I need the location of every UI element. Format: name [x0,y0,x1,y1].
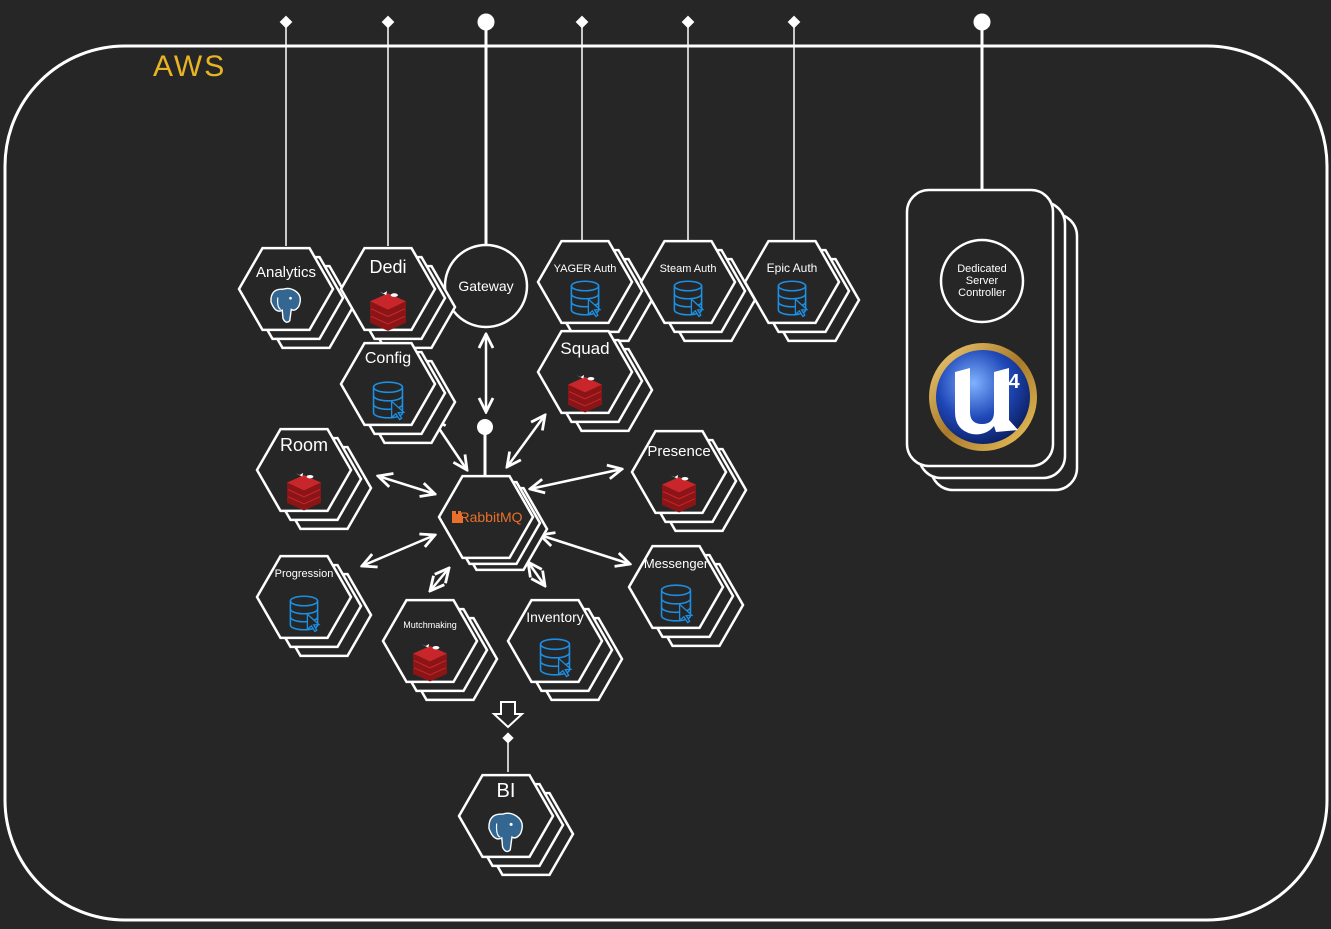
service-label: Dedi [369,257,406,277]
unreal-engine-4-icon: 4 [929,343,1037,451]
service-label: Mutchmaking [403,620,457,630]
service-matchmaking: Mutchmaking [381,598,499,702]
postgresql-icon [488,812,523,853]
database-icon [372,381,406,421]
controller-label-line-3: Controller [958,287,1006,299]
database-icon [673,280,705,318]
hexagon-stack-layer [339,246,437,332]
database-icon [777,280,809,318]
service-label: Progression [275,568,334,580]
service-label: Room [280,435,328,455]
dedicated-server-controller-node [939,238,1025,324]
bi-down-arrow [491,701,525,729]
hexagon-stack-layer [255,427,353,513]
service-label: Epic Auth [767,261,818,275]
service-bi: BI [457,773,575,877]
hexagon-stack-layer [630,429,728,515]
service-epic-auth: Epic Auth [743,239,861,343]
service-nodes: Analytics Dedi YAGER Auth Steam Auth Epic Au… [237,239,861,877]
service-label: YAGER Auth [554,263,617,275]
aws-region-label: AWS [153,50,226,83]
hexagon-stack-layer [536,329,634,415]
service-config: Config [339,341,457,445]
service-label: Inventory [526,609,584,625]
gateway-label: Gateway [458,278,513,294]
service-label: Steam Auth [660,263,717,275]
service-messenger: Messenger [627,544,745,648]
rabbitmq-logo-icon [452,511,463,523]
service-dedi: Dedi [339,246,457,350]
service-label: BI [497,780,516,802]
service-room: Room [255,427,373,531]
database-icon [539,638,573,678]
hexagon-stack-layer [339,341,437,427]
aws-region-frame [3,44,1329,922]
controller-label-line-1: Dedicated [957,263,1007,275]
redis-icon [413,643,447,682]
service-inventory: Inventory [506,598,624,702]
database-icon [570,280,602,318]
bi-connector-diamond [502,732,514,744]
service-presence: Presence [630,429,748,533]
broker-junction [477,419,493,435]
postgresql-icon [270,287,302,323]
redis-icon [662,474,696,513]
service-label: Presence [647,443,710,460]
controller-label-line-2: Server [966,275,999,287]
service-progression: Progression [255,554,373,658]
redis-icon [287,472,321,511]
redis-icon [370,291,406,331]
service-label: Config [365,350,411,367]
svg-text:4: 4 [1008,371,1020,393]
service-label: Messenger [644,556,709,571]
database-icon [660,584,694,624]
top-connectors [279,13,991,246]
database-icon [289,595,321,633]
rabbitmq-label: RabbitMQ [459,509,522,525]
gateway-node: Gateway [443,243,529,329]
dedicated-server-stack: Dedicated Server Controller 4 [905,188,1079,492]
service-label: Analytics [256,264,316,281]
service-analytics: Analytics [237,246,355,350]
hexagon-stack-layer [381,598,479,684]
service-yager-auth: YAGER Auth [536,239,654,343]
rabbitmq-broker: RabbitMQ [437,474,549,572]
hexagon-stack-layer [506,598,604,684]
service-label: Squad [560,339,609,358]
hexagon-stack-layer [627,544,725,630]
service-steam-auth: Steam Auth [639,239,757,343]
service-squad: Squad [536,329,654,433]
redis-icon [568,374,602,413]
